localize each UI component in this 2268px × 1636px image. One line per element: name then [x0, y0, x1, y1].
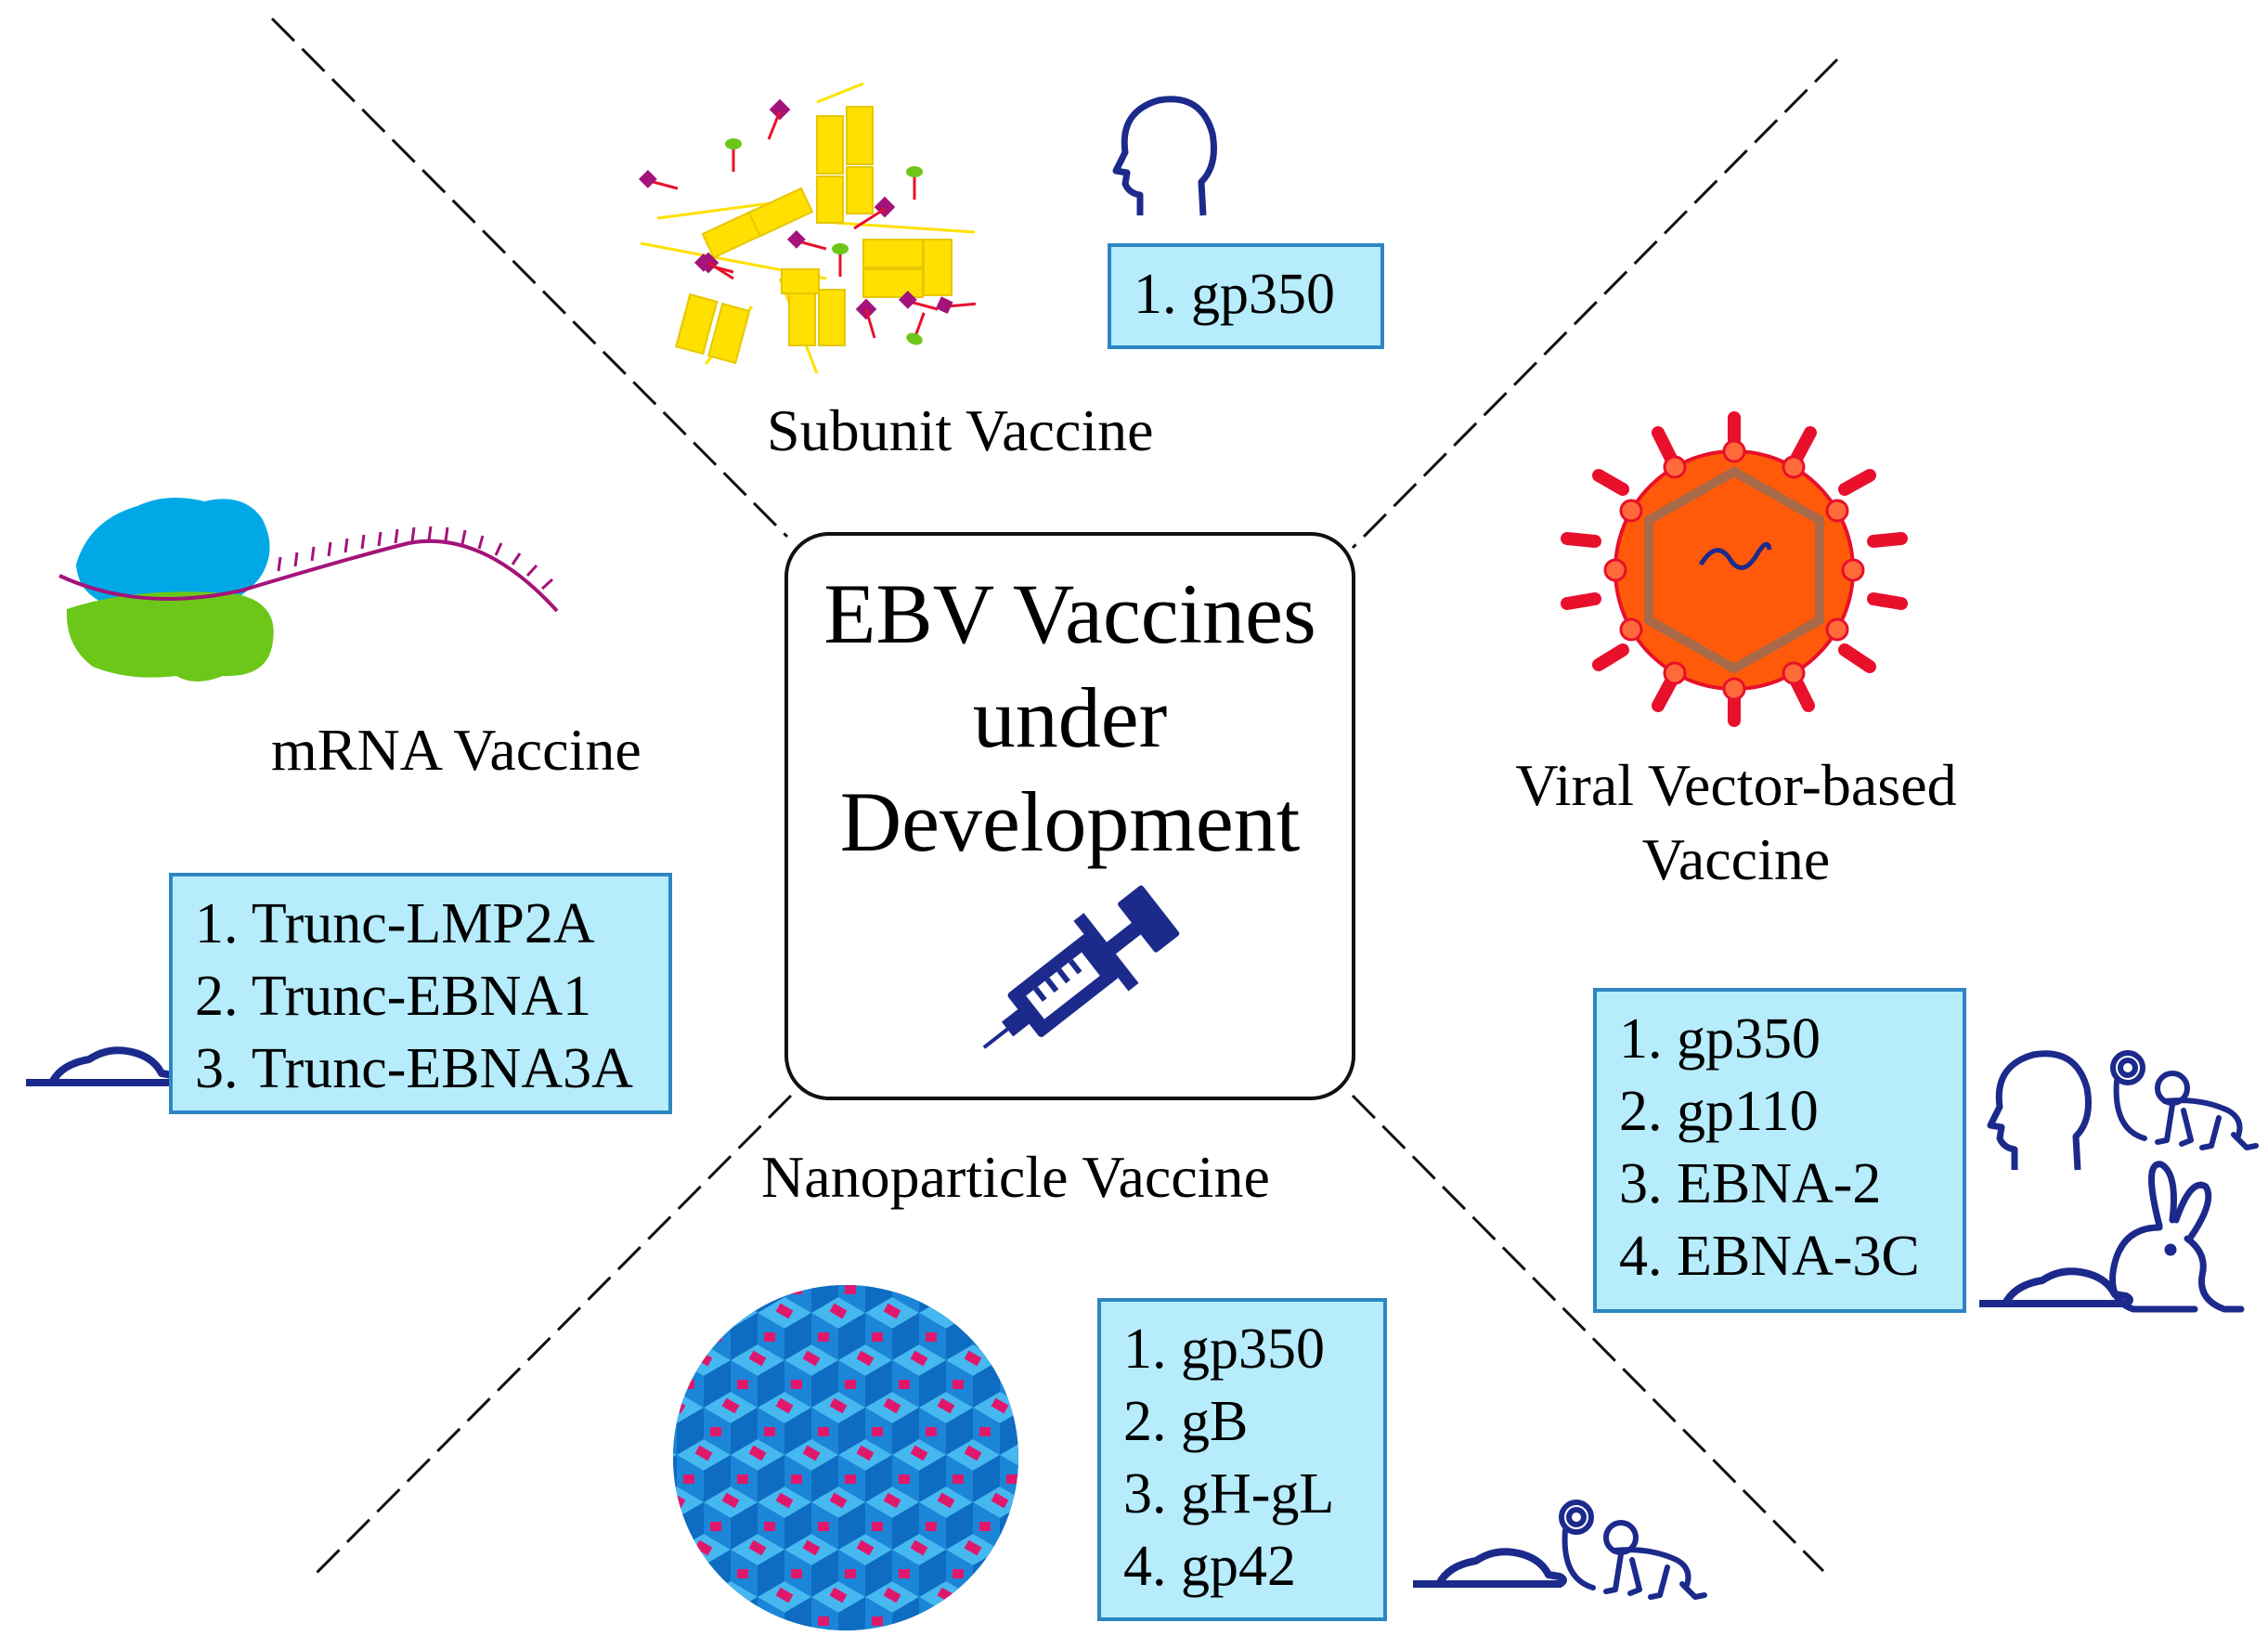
nanoparticle-antigen-box: 1. gp350 2. gB 3. gH-gL 4. gp42	[1097, 1298, 1387, 1621]
viral-vector-antigen-box: 1. gp350 2. gp110 3. EBNA-2 4. EBNA-3C	[1593, 988, 1966, 1313]
divider-bottom-left	[312, 1094, 793, 1578]
viral-vector-label-line-2: Vaccine	[1641, 826, 1831, 892]
nanoparticle-vaccine-label: Nanoparticle Vaccine	[761, 1144, 1270, 1210]
antigen-item: 4. gp42	[1123, 1535, 1296, 1598]
subunit-antigen-box: 1. gp350	[1108, 243, 1384, 349]
syringe-icon	[982, 885, 1180, 1049]
mouse-icon	[1979, 1271, 2130, 1304]
antigen-item: 2. gB	[1123, 1390, 1249, 1453]
antigen-item: 2. gp110	[1619, 1080, 1819, 1143]
viral-vector-label-line-1: Viral Vector-based	[1515, 752, 1957, 818]
mrna-antigen-box: 1. Trunc-LMP2A 2. Trunc-EBNA1 3. Trunc-E…	[169, 873, 672, 1114]
monkey-icon	[1562, 1502, 1704, 1597]
mrna-vaccine-label: mRNA Vaccine	[271, 717, 642, 783]
human-head-icon	[1990, 1054, 2089, 1170]
rabbit-icon	[2113, 1164, 2242, 1309]
center-title-line-3: Development	[839, 774, 1301, 869]
viral-vector-illustration	[1561, 411, 1908, 727]
center-title-box: EBV Vaccines under Development	[784, 532, 1355, 1100]
divider-lines	[270, 17, 1839, 1578]
nanoparticle-illustration	[673, 1285, 1018, 1630]
viral-vector-vaccine-label: Viral Vector-based Vaccine	[1485, 748, 1987, 897]
center-title-line-2: under	[972, 670, 1168, 765]
subunit-protein-illustration	[637, 82, 978, 374]
antigen-item: 2. Trunc-EBNA1	[195, 965, 592, 1028]
center-title-line-1: EBV Vaccines	[823, 566, 1316, 661]
antigen-item: 3. Trunc-EBNA3A	[195, 1037, 633, 1100]
antigen-item: 1. gp350	[1134, 263, 1335, 326]
antigen-item: 4. EBNA-3C	[1619, 1225, 1920, 1288]
mrna-ribosome-illustration	[58, 498, 559, 682]
divider-top-left	[270, 17, 789, 539]
mouse-icon	[26, 1050, 176, 1083]
antigen-item: 1. gp350	[1619, 1007, 1821, 1071]
antigen-item: 1. Trunc-LMP2A	[195, 892, 595, 955]
mouse-icon	[1413, 1552, 1563, 1584]
antigen-item: 3. gH-gL	[1123, 1462, 1335, 1526]
monkey-icon	[2113, 1053, 2256, 1148]
divider-bottom-right	[1351, 1094, 1825, 1573]
divider-top-right	[1351, 58, 1839, 550]
human-head-icon	[1116, 99, 1214, 215]
center-title: EBV Vaccines under Development	[788, 562, 1352, 874]
antigen-item: 3. EBNA-2	[1619, 1152, 1882, 1215]
subunit-vaccine-label: Subunit Vaccine	[767, 397, 1154, 463]
antigen-item: 1. gp350	[1123, 1318, 1325, 1381]
